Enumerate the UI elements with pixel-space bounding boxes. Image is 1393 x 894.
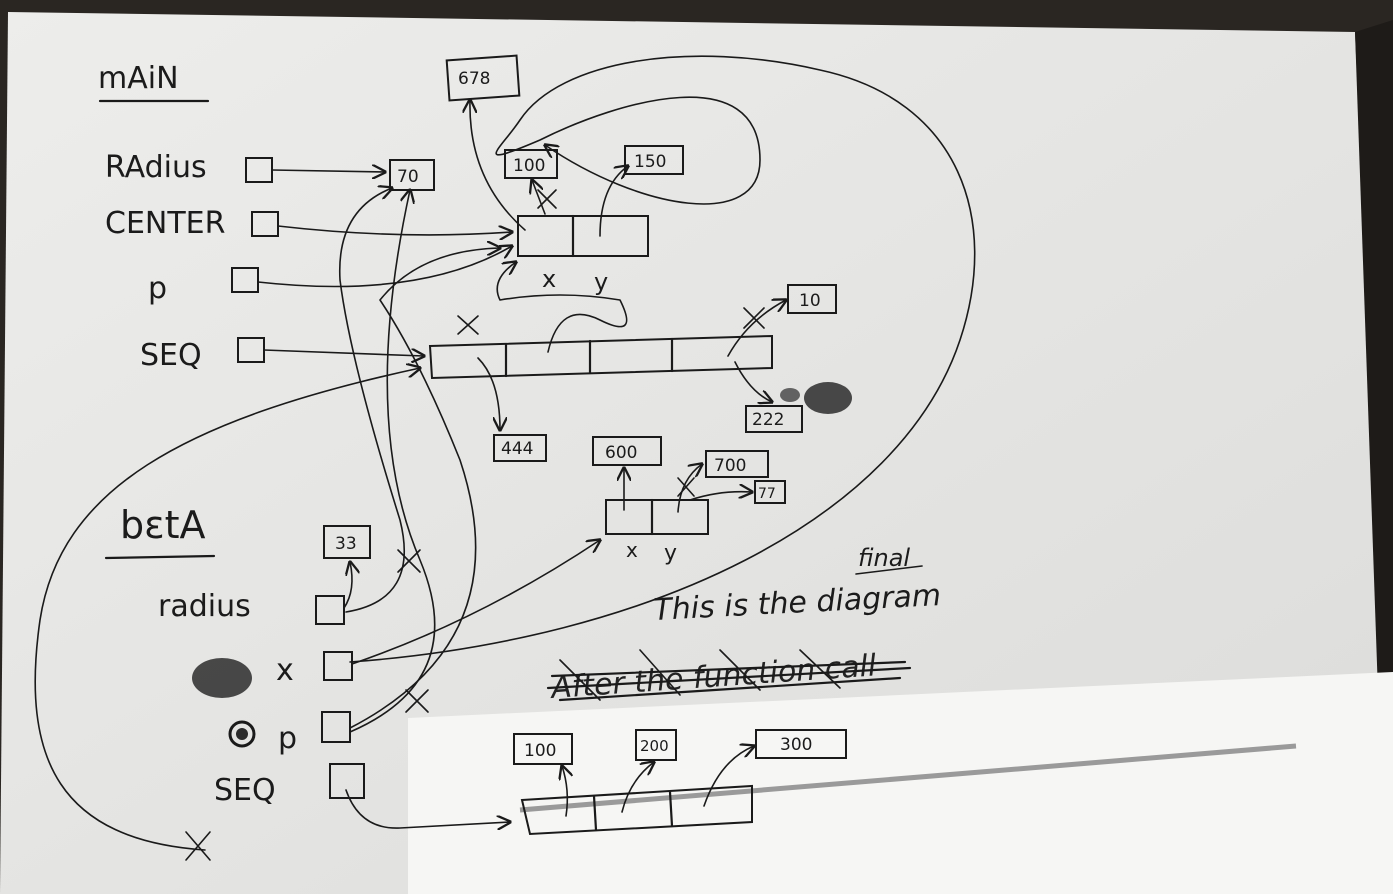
- arrow-overlay-to-200: [621, 762, 654, 813]
- main-var-radius: RAdius: [105, 150, 207, 185]
- value-222: 222: [745, 405, 803, 433]
- point-field-y: y: [594, 268, 608, 296]
- seq-array: [428, 334, 773, 380]
- arrow-overlay-to-300: [703, 746, 754, 807]
- beta-var-x: x: [276, 653, 294, 688]
- arrow-seq-to-222: [734, 361, 772, 402]
- beta-seq-slot: [329, 763, 365, 799]
- arrow-to-700: [677, 464, 702, 513]
- value-77: 77: [754, 480, 786, 504]
- point-field-x: x: [542, 265, 556, 293]
- cross-marks: [185, 189, 765, 861]
- point2-field-y: y: [664, 541, 677, 566]
- arrow-beta-x-to-point2: [351, 540, 600, 665]
- arrow-beta-p-to-point: [349, 248, 500, 729]
- svg-text:10: 10: [799, 291, 821, 311]
- svg-text:200: 200: [640, 737, 669, 755]
- svg-text:33: 33: [335, 534, 357, 554]
- note-final-caret: [855, 565, 923, 575]
- scribble-blob-222: [780, 382, 852, 414]
- arrow-x-to-100: [532, 180, 546, 215]
- beta-p-slot: [321, 711, 351, 743]
- arrow-seq-to-array: [263, 350, 424, 356]
- beta-var-seq: SEQ: [214, 773, 276, 808]
- main-heading: mAiN: [98, 61, 179, 96]
- svg-text:700: 700: [714, 456, 746, 476]
- scribble-blob-p: [228, 720, 256, 748]
- value-678: 678: [445, 54, 521, 102]
- arrow-beta-radius-to-70: [338, 188, 405, 613]
- note-final-insert: final: [858, 544, 910, 572]
- overlay-value-100: 100: [513, 733, 573, 765]
- svg-text:70: 70: [397, 167, 419, 187]
- overlay-paper: [408, 672, 1393, 894]
- arrow-seq-to-10: [727, 300, 786, 357]
- svg-text:100: 100: [513, 156, 545, 176]
- arrow-beta-radius-to-33: [343, 562, 352, 609]
- svg-text:678: 678: [458, 69, 490, 89]
- arrow-beta-p-to-seq: [349, 190, 436, 733]
- overlay-edge-line: [519, 743, 1297, 813]
- value-33: 33: [323, 525, 371, 559]
- arrow-seq0-to-444: [477, 357, 500, 430]
- value-600: 600: [592, 436, 662, 466]
- arrow-radius-to-70: [271, 170, 385, 172]
- point2-field-x: x: [626, 538, 638, 562]
- point-struct-2: [605, 498, 709, 536]
- overlay-seq-array: [520, 784, 753, 836]
- value-444: 444: [493, 434, 547, 462]
- main-var-p: p: [148, 271, 167, 306]
- arrow-center-to-point: [277, 226, 512, 235]
- main-center-slot: [251, 211, 279, 237]
- arrow-y-to-150: [599, 166, 628, 237]
- main-p-slot: [231, 267, 259, 293]
- main-var-seq: SEQ: [140, 338, 202, 373]
- big-loop-arrow: [349, 55, 976, 663]
- main-var-center: CENTER: [105, 206, 225, 241]
- svg-text:100: 100: [524, 741, 556, 761]
- svg-text:150: 150: [634, 152, 666, 172]
- arrow-p-to-point: [257, 246, 512, 288]
- svg-text:600: 600: [605, 443, 637, 463]
- arrow-seq-loop-to-point: [496, 262, 628, 353]
- beta-underline: [104, 554, 216, 560]
- arrow-beta-seq-to-overlay-array: [345, 789, 510, 828]
- point-struct: [517, 214, 649, 258]
- beta-x-slot: [323, 651, 353, 681]
- svg-text:444: 444: [501, 439, 533, 459]
- left-loop-arrow: [34, 368, 420, 851]
- arrow-to-678: [470, 100, 526, 231]
- beta-heading: bεtA: [120, 503, 206, 547]
- arrow-to-77: [689, 492, 752, 501]
- svg-text:300: 300: [780, 735, 812, 755]
- beta-var-p: p: [278, 721, 297, 756]
- svg-text:77: 77: [758, 486, 776, 502]
- arrow-overlay-to-100: [562, 766, 567, 817]
- beta-var-radius: radius: [158, 589, 251, 624]
- svg-text:222: 222: [752, 410, 784, 430]
- beta-radius-slot: [315, 595, 345, 625]
- value-700: 700: [705, 450, 769, 478]
- value-150: 150: [624, 145, 684, 175]
- scribble-blob-x: [192, 658, 252, 698]
